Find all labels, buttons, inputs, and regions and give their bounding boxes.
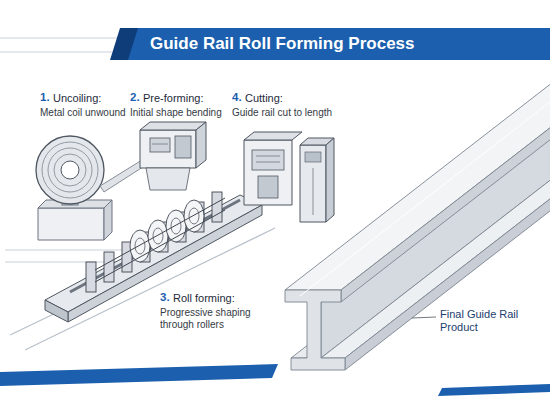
step-name: Roll forming: bbox=[173, 292, 235, 305]
step-name: Pre-forming: bbox=[143, 92, 204, 105]
step-description: Guide rail cut to length bbox=[232, 107, 332, 119]
step-name: Uncoiling: bbox=[53, 92, 101, 105]
step-description: Initial shape bending bbox=[130, 107, 222, 119]
step-number: 3. bbox=[160, 291, 170, 305]
step-number: 1. bbox=[40, 91, 50, 105]
step-number: 2. bbox=[130, 91, 140, 105]
step-description: Metal coil unwound bbox=[40, 107, 126, 119]
product-label: Final Guide Rail Product bbox=[440, 308, 536, 334]
title-text: Guide Rail Roll Forming Process bbox=[150, 34, 415, 54]
step-number: 4. bbox=[232, 91, 242, 105]
step-name: Cutting: bbox=[245, 92, 283, 105]
step-description: Progressive shaping through rollers bbox=[160, 307, 270, 331]
